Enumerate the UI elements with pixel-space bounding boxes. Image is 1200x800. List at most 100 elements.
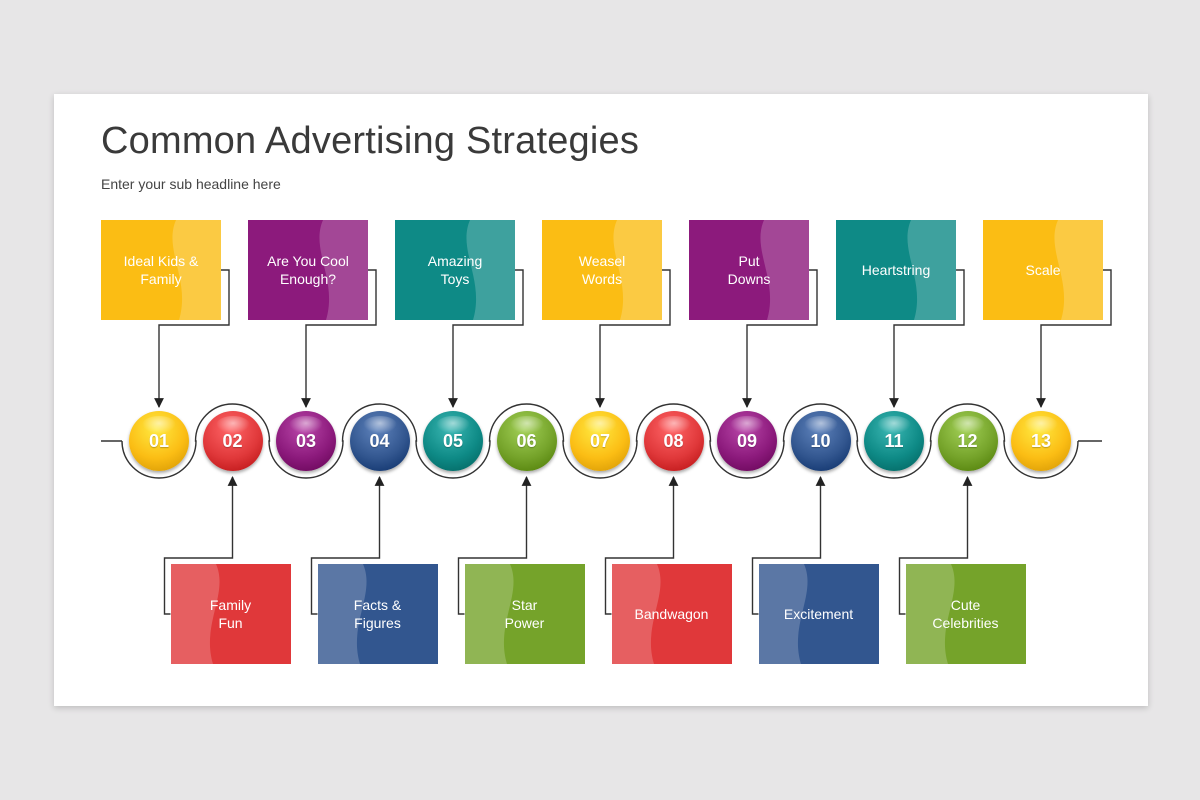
strategy-box-09: Put Downs: [689, 220, 809, 320]
connector-arrow-06: [457, 476, 532, 615]
strategy-label: Ideal Kids & Family: [123, 253, 199, 287]
step-circle-08: 08: [643, 411, 704, 471]
step-number: 08: [663, 430, 684, 451]
step-circle-highlight: [289, 416, 323, 434]
slide: Common Advertising Strategies Enter your…: [54, 94, 1148, 706]
box-wave-highlight: [613, 220, 662, 320]
connector-arrow-04: [310, 476, 385, 615]
box-wave-shape: [611, 564, 661, 664]
box-wave-highlight: [466, 220, 515, 320]
strategy-box-12: Cute Celebrities: [905, 564, 1026, 664]
step-circle-02: 02: [202, 411, 263, 471]
strategy-label: Excitement: [783, 606, 854, 622]
step-number: 10: [810, 430, 831, 451]
strategy-box-11: Heartstring: [836, 220, 956, 320]
timeline-wave: [121, 403, 1079, 479]
box-wave-shape: [172, 220, 221, 320]
connector-arrow-11: [889, 269, 965, 408]
step-circle-highlight: [215, 416, 250, 434]
step-circle-07: 07: [570, 411, 630, 471]
slide-subtitle: Enter your sub headline here: [101, 176, 281, 192]
connector-arrow-13: [1036, 269, 1112, 408]
step-number: 01: [148, 430, 170, 451]
box-wave-highlight: [907, 220, 956, 320]
step-number: 07: [589, 430, 611, 451]
box-wave-shape: [464, 564, 514, 664]
strategy-label: Amazing Toys: [427, 253, 483, 287]
strategy-box-13: Scale: [983, 220, 1103, 320]
box-wave-shape: [760, 220, 809, 320]
box-wave-highlight: [1054, 220, 1103, 320]
strategy-box-02: Family Fun: [170, 564, 291, 664]
box-wave-shape: [317, 564, 367, 664]
box-wave-shape: [170, 564, 220, 664]
step-number: 11: [884, 430, 904, 451]
slide-title: Common Advertising Strategies: [101, 120, 640, 162]
step-number: 06: [516, 430, 537, 451]
step-circle-10: 10: [790, 411, 851, 471]
strategy-label: Family Fun: [209, 597, 252, 631]
box-wave-highlight: [172, 220, 221, 320]
box-wave-shape: [905, 564, 955, 664]
box-wave-shape: [1054, 220, 1103, 320]
step-circle-highlight: [509, 416, 544, 434]
box-wave-shape: [319, 220, 368, 320]
connector-arrow-08: [604, 476, 679, 615]
box-wave-highlight: [758, 564, 808, 664]
strategy-label: Star Power: [504, 597, 545, 631]
box-wave-shape: [613, 220, 662, 320]
step-circle-highlight: [803, 416, 838, 434]
step-circle-highlight: [950, 416, 985, 434]
step-circle-highlight: [656, 416, 691, 434]
step-circle-04: 04: [349, 411, 410, 471]
step-circle-highlight: [436, 416, 470, 434]
connector-arrow-03: [301, 269, 377, 408]
connector-arrow-01: [154, 269, 230, 408]
step-circle-01: 01: [129, 411, 189, 471]
strategy-label: Scale: [1025, 262, 1061, 278]
box-wave-highlight: [760, 220, 809, 320]
step-circle-highlight: [730, 416, 764, 434]
step-number: 04: [369, 430, 390, 451]
step-circle-highlight: [877, 416, 911, 434]
box-wave-highlight: [905, 564, 955, 664]
box-wave-highlight: [611, 564, 661, 664]
strategy-box-03: Are You Cool Enough?: [248, 220, 368, 320]
strategy-label: Weasel Words: [578, 253, 626, 287]
box-wave-highlight: [170, 564, 220, 664]
step-number: 05: [442, 430, 464, 451]
step-number: 13: [1030, 430, 1052, 451]
strategy-box-10: Excitement: [758, 564, 879, 664]
step-number: 12: [957, 430, 978, 451]
strategy-label: Facts & Figures: [353, 597, 402, 631]
step-circle-highlight: [583, 416, 617, 434]
step-number: 03: [295, 430, 317, 451]
strategy-box-05: Amazing Toys: [395, 220, 515, 320]
box-wave-highlight: [317, 564, 367, 664]
step-circle-highlight: [1024, 416, 1058, 434]
box-wave-shape: [907, 220, 956, 320]
strategy-label: Cute Celebrities: [932, 597, 999, 631]
box-wave-highlight: [319, 220, 368, 320]
strategy-box-07: Weasel Words: [542, 220, 662, 320]
step-circle-06: 06: [496, 411, 557, 471]
step-number: 02: [222, 430, 243, 451]
connector-arrow-02: [163, 476, 238, 615]
step-circle-highlight: [142, 416, 176, 434]
connector-arrow-09: [742, 269, 818, 408]
step-circle-13: 13: [1011, 411, 1071, 471]
step-circle-05: 05: [423, 411, 483, 471]
connector-arrow-07: [595, 269, 671, 408]
strategy-box-08: Bandwagon: [611, 564, 732, 664]
strategy-label: Are You Cool Enough?: [267, 253, 349, 287]
connector-arrow-12: [898, 476, 973, 615]
strategy-box-01: Ideal Kids & Family: [101, 220, 221, 320]
strategy-label: Bandwagon: [634, 606, 709, 622]
step-circle-03: 03: [276, 411, 336, 471]
step-circle-11: 11: [864, 411, 924, 471]
timeline-connectors: [101, 269, 1112, 615]
step-circle-12: 12: [937, 411, 998, 471]
connector-arrow-10: [751, 476, 826, 615]
box-wave-highlight: [464, 564, 514, 664]
box-wave-shape: [466, 220, 515, 320]
